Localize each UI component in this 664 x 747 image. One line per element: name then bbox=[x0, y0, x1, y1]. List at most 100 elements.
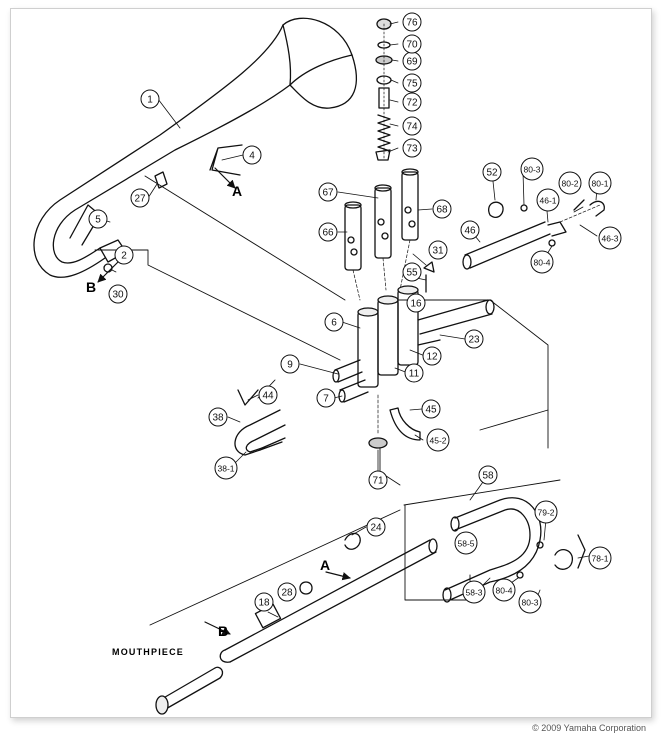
callout-number: 58-3 bbox=[465, 588, 482, 598]
callout-circle bbox=[421, 399, 441, 419]
callout-circle bbox=[518, 590, 542, 614]
callout-number: 7 bbox=[323, 394, 329, 405]
callout-number: 28 bbox=[281, 588, 293, 599]
bell-section bbox=[33, 17, 357, 278]
callout-circle bbox=[318, 222, 338, 242]
callout-number: 67 bbox=[322, 188, 334, 199]
callout-number: 44 bbox=[262, 391, 274, 402]
callout-circle bbox=[140, 89, 160, 109]
connector-a-upper: A bbox=[232, 183, 242, 199]
callout-circle bbox=[406, 293, 426, 313]
callout-c76: 76 bbox=[402, 12, 422, 32]
callout-circle bbox=[280, 354, 300, 374]
callout-circle bbox=[402, 138, 422, 158]
callout-c46: 46 bbox=[460, 220, 480, 240]
callout-circle bbox=[432, 199, 452, 219]
mouthpiece-label: MOUTHPIECE bbox=[112, 647, 184, 657]
callout-c69: 69 bbox=[402, 51, 422, 71]
callout-number: 9 bbox=[287, 360, 293, 371]
callout-c68: 68 bbox=[432, 199, 452, 219]
callout-c70: 70 bbox=[402, 34, 422, 54]
callout-number: 5 bbox=[95, 215, 101, 226]
callout-circle bbox=[492, 578, 516, 602]
callout-number: 71 bbox=[372, 476, 384, 487]
callout-number: 80-4 bbox=[533, 258, 550, 268]
callout-circle bbox=[422, 346, 442, 366]
callout-number: 6 bbox=[331, 318, 337, 329]
callout-c45: 45 bbox=[421, 399, 441, 419]
callout-number: 80-1 bbox=[591, 179, 608, 189]
callout-c72: 72 bbox=[402, 92, 422, 112]
callout-circle bbox=[536, 188, 560, 212]
callout-number: 80-3 bbox=[523, 165, 540, 175]
callout-c6: 6 bbox=[324, 312, 344, 332]
copyright-notice: © 2009 Yamaha Corporation bbox=[532, 723, 646, 733]
callout-circle bbox=[88, 209, 108, 229]
third-slide bbox=[462, 199, 605, 270]
callout-c55: 55 bbox=[402, 262, 422, 282]
callout-c7: 7 bbox=[316, 388, 336, 408]
callout-c58-3: 58-3 bbox=[462, 580, 486, 604]
callout-circle bbox=[208, 407, 228, 427]
callout-circle bbox=[558, 171, 582, 195]
callout-c46-3: 46-3 bbox=[598, 226, 622, 250]
callout-circle bbox=[114, 245, 134, 265]
callout-c71: 71 bbox=[368, 470, 388, 490]
callout-c80-3a: 80-3 bbox=[520, 157, 544, 181]
callout-circle bbox=[108, 284, 128, 304]
callout-c80-3b: 80-3 bbox=[518, 590, 542, 614]
callout-c46-1: 46-1 bbox=[536, 188, 560, 212]
callout-layer: 1245679111216182324272830313838-1444545-… bbox=[88, 12, 622, 614]
callout-number: 75 bbox=[406, 79, 418, 90]
callout-number: 80-3 bbox=[521, 598, 538, 608]
callout-c23: 23 bbox=[464, 329, 484, 349]
callout-circle bbox=[318, 182, 338, 202]
callout-number: 11 bbox=[409, 369, 420, 380]
callout-circle bbox=[588, 546, 612, 570]
callout-c38-1: 38-1 bbox=[214, 456, 238, 480]
callout-number: 70 bbox=[406, 40, 418, 51]
callout-c44: 44 bbox=[258, 385, 278, 405]
callout-circle bbox=[402, 116, 422, 136]
callout-c52: 52 bbox=[482, 162, 502, 182]
callout-c66: 66 bbox=[318, 222, 338, 242]
callout-number: 24 bbox=[370, 523, 382, 534]
callout-c75: 75 bbox=[402, 73, 422, 93]
callout-circle bbox=[478, 465, 498, 485]
callout-circle bbox=[530, 250, 554, 274]
callout-c4: 4 bbox=[242, 145, 262, 165]
connector-b-upper: B bbox=[86, 279, 96, 295]
callout-circle bbox=[534, 500, 558, 524]
callout-number: 46-1 bbox=[539, 196, 556, 206]
callout-number: 18 bbox=[258, 598, 270, 609]
callout-circle bbox=[242, 145, 262, 165]
leader-lines bbox=[99, 21, 598, 618]
callout-c58: 58 bbox=[478, 465, 498, 485]
callout-c11: 11 bbox=[404, 363, 424, 383]
leadpipe bbox=[219, 532, 438, 663]
callout-number: 27 bbox=[134, 194, 146, 205]
callout-number: 68 bbox=[436, 205, 448, 216]
callout-c16: 16 bbox=[406, 293, 426, 313]
callout-number: 38-1 bbox=[217, 464, 234, 474]
callout-c58-5: 58-5 bbox=[454, 531, 478, 555]
callout-c27: 27 bbox=[130, 188, 150, 208]
callout-circle bbox=[462, 580, 486, 604]
callout-c31: 31 bbox=[428, 240, 448, 260]
callout-circle bbox=[402, 12, 422, 32]
callout-c67: 67 bbox=[318, 182, 338, 202]
callout-circle bbox=[454, 531, 478, 555]
mouthpiece bbox=[155, 666, 224, 715]
callout-number: 31 bbox=[432, 246, 444, 257]
callout-c1: 1 bbox=[140, 89, 160, 109]
callout-number: 72 bbox=[406, 98, 418, 109]
callout-number: 66 bbox=[322, 228, 334, 239]
callout-number: 73 bbox=[406, 144, 418, 155]
callout-number: 46-3 bbox=[601, 234, 618, 244]
callout-circle bbox=[368, 470, 388, 490]
callout-c2: 2 bbox=[114, 245, 134, 265]
callout-c45-2: 45-2 bbox=[426, 428, 450, 452]
callout-circle bbox=[460, 220, 480, 240]
callout-circle bbox=[258, 385, 278, 405]
